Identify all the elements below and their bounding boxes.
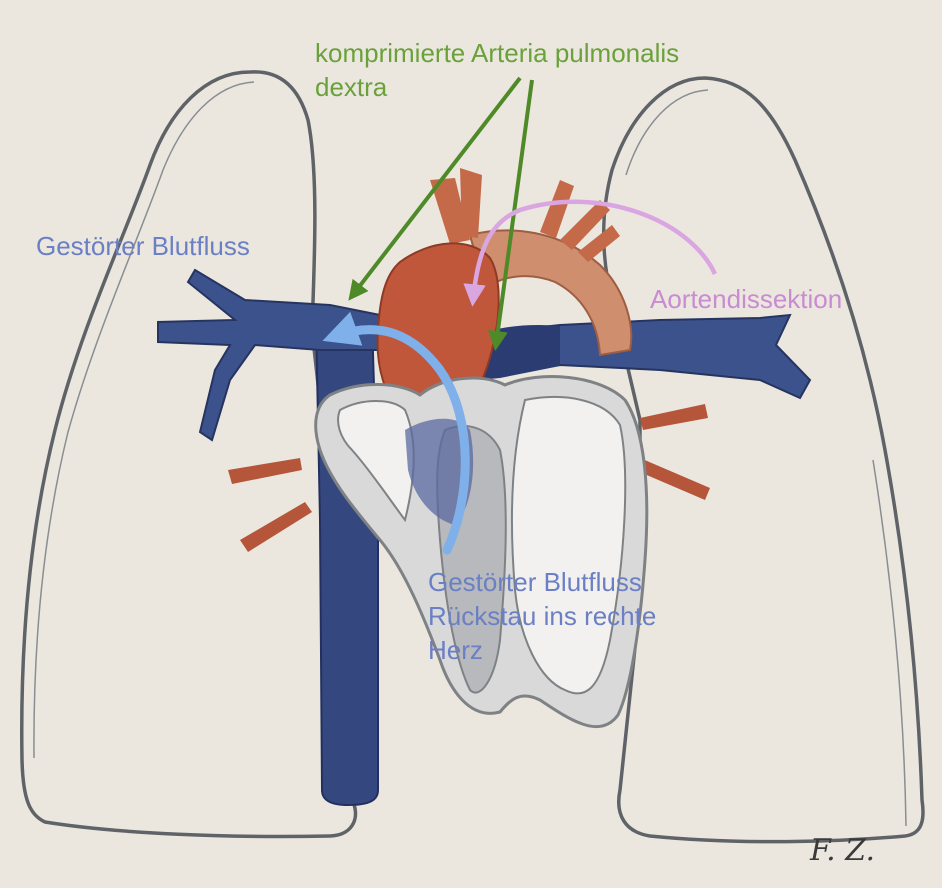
label-arteria-pulmonalis: komprimierte Arteria pulmonalis dextra xyxy=(315,36,679,104)
label-arteria-pulmonalis-line2: dextra xyxy=(315,70,679,104)
label-aortendissektion: Aortendissektion xyxy=(650,282,842,316)
signature: F. Z. xyxy=(809,833,875,868)
label-gestoerter-blutfluss-heart: Gestörter Blutfluss Rückstau ins rechte … xyxy=(428,565,656,667)
label-flow-heart-line3: Herz xyxy=(428,633,656,667)
label-flow-heart-line2: Rückstau ins rechte xyxy=(428,599,656,633)
label-arteria-pulmonalis-line1: komprimierte Arteria pulmonalis xyxy=(315,36,679,70)
label-gestoerter-blutfluss-left: Gestörter Blutfluss xyxy=(36,229,250,263)
label-flow-heart-line1: Gestörter Blutfluss xyxy=(428,565,656,599)
